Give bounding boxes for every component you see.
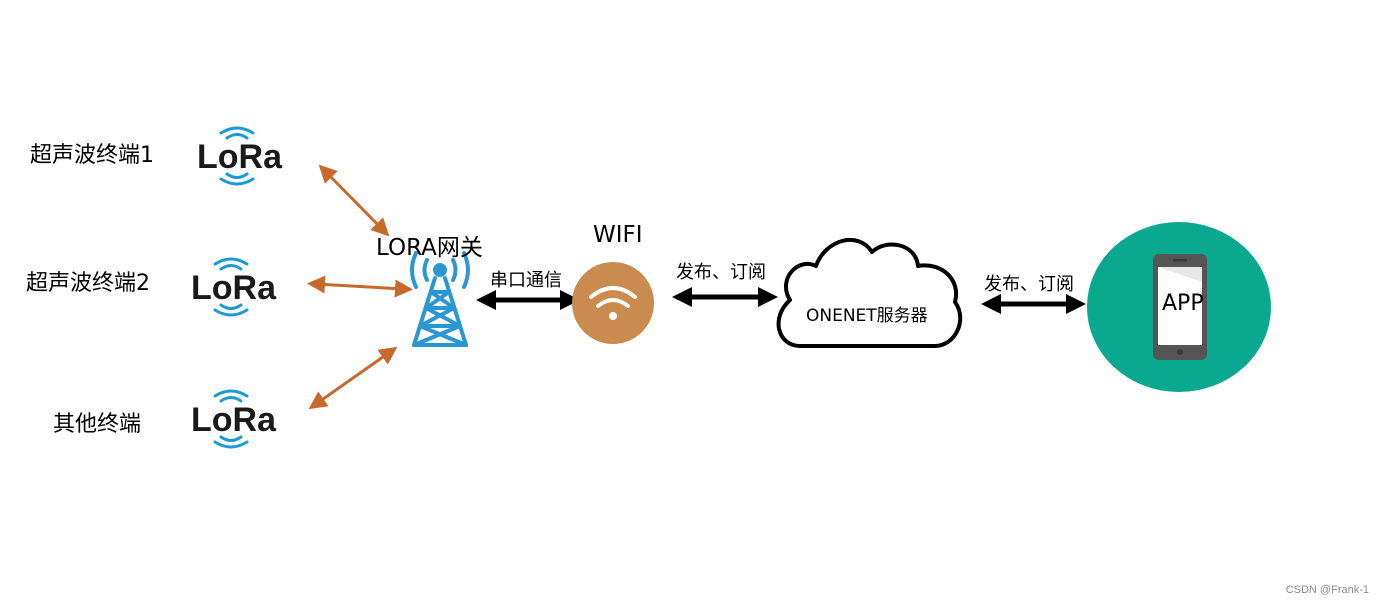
cloud-label: ONENET服务器: [806, 306, 928, 326]
lora-logo-1: LoRa: [197, 126, 283, 186]
terminal1-gateway-arrow: [318, 164, 390, 237]
lora-logo-text: LoRa: [191, 401, 277, 439]
wifi-cloud-link-label: 发布、订阅: [676, 262, 766, 283]
wifi-label: WIFI: [593, 222, 643, 248]
lora-logo-text: LoRa: [191, 269, 277, 307]
watermark: CSDN @Frank-1: [1285, 584, 1369, 596]
terminal-3-label: 其他终端: [53, 412, 142, 437]
app-label: APP: [1162, 291, 1204, 316]
terminal-1-label: 超声波终端1: [30, 143, 154, 168]
smartphone-icon: [1087, 222, 1271, 392]
terminal3-gateway-arrow: [308, 346, 398, 410]
cloud-icon: [776, 237, 963, 348]
serial-link-label: 串口通信: [490, 270, 562, 291]
lora-logo-3: LoRa: [191, 389, 277, 449]
lora-logo-2: LoRa: [191, 257, 277, 317]
terminal2-gateway-arrow: [307, 275, 413, 298]
lora-logo-text: LoRa: [197, 138, 283, 176]
terminal-2-label: 超声波终端2: [26, 271, 150, 296]
gateway-label: LORA网关: [376, 235, 483, 261]
cloud-app-link-label: 发布、订阅: [984, 274, 1074, 295]
radio-tower-icon: [410, 251, 470, 347]
wifi-icon: [572, 262, 654, 344]
